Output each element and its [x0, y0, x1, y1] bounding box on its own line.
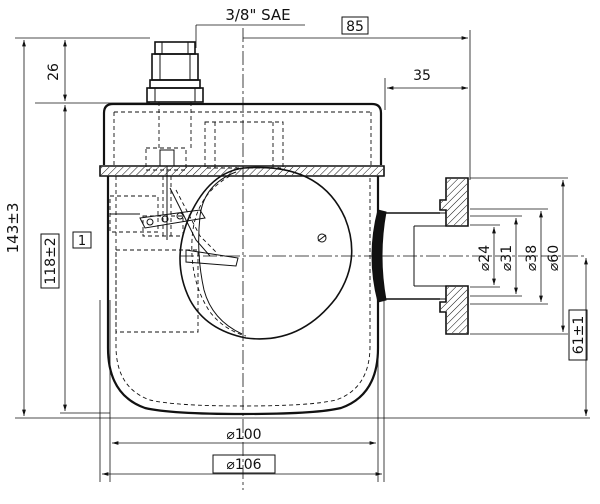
thread-label: 3/8" SAE — [225, 6, 290, 24]
dim-24-text: ⌀24 — [477, 245, 493, 271]
dim-31-text: ⌀31 — [499, 245, 515, 271]
dim-118-text: 118±2 — [43, 237, 59, 284]
dim-26-text: 26 — [46, 63, 62, 81]
dim-85-text: 85 — [346, 19, 364, 35]
item-number-text: 1 — [78, 234, 86, 249]
top-fitting — [146, 41, 204, 150]
dim-38-text: ⌀38 — [524, 245, 540, 271]
dim-118-box — [40, 233, 60, 289]
dim-100-text: ⌀100 — [226, 427, 261, 443]
dim-85-box — [341, 16, 369, 35]
item-number-box — [72, 231, 92, 249]
dim-143-text: 143±3 — [4, 203, 22, 254]
body — [106, 176, 380, 416]
dim-106-text: ⌀106 — [226, 457, 261, 473]
lid — [99, 102, 385, 177]
dim-61-text: 61±1 — [571, 316, 587, 354]
dim-61-box — [568, 309, 588, 361]
dim-106-box — [212, 454, 276, 474]
inlet-flange — [371, 177, 469, 335]
valve-mechanism — [109, 147, 239, 333]
dim-35-text: 35 — [413, 68, 431, 84]
dim-60-text: ⌀60 — [546, 245, 562, 271]
